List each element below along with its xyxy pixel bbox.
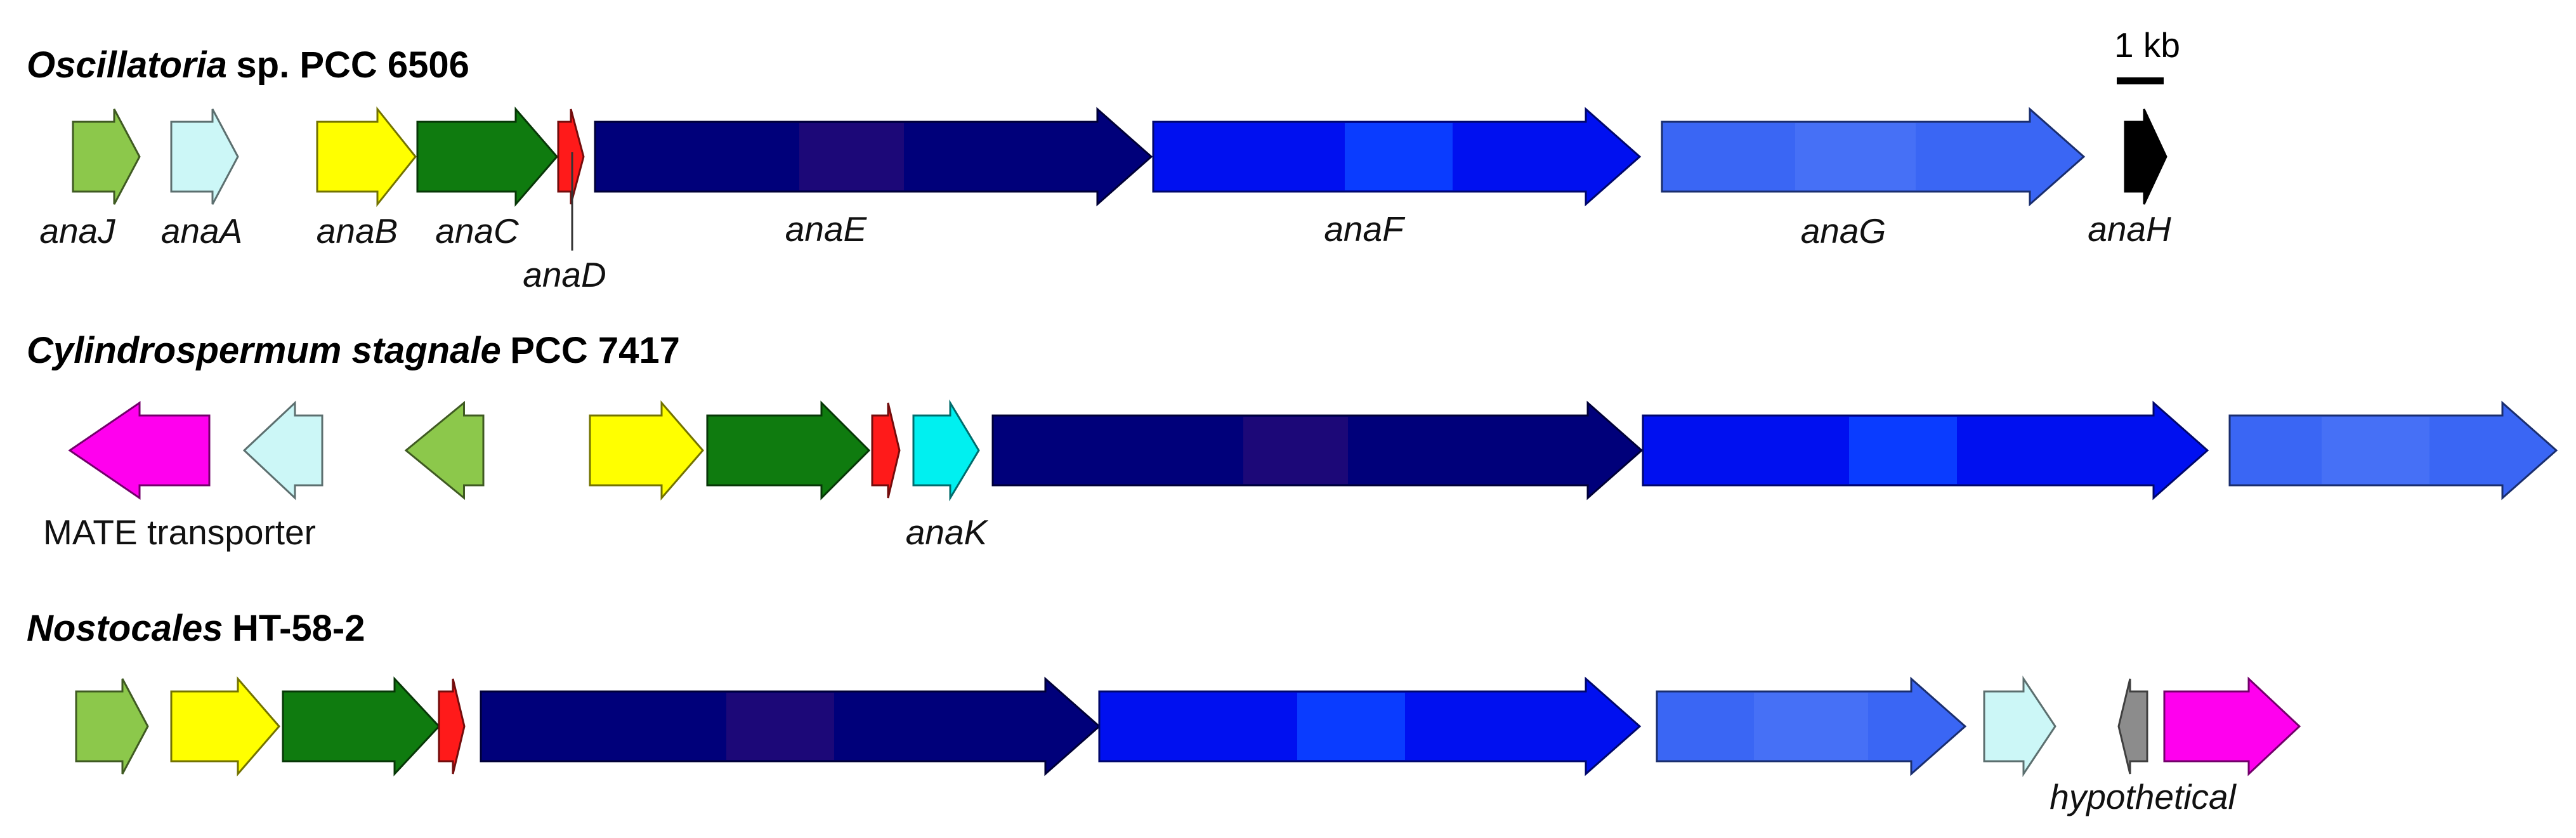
- gene-domain-highlight: [726, 693, 834, 760]
- gene-label-anaG: anaG: [1801, 211, 1886, 251]
- strain-name: HT-58-2: [232, 608, 365, 649]
- gene-label-anaF: anaF: [1324, 209, 1406, 249]
- gene-domain-highlight: [1243, 417, 1348, 484]
- nostocales-anaC-arrow: [282, 676, 441, 776]
- strain-name: PCC 7417: [510, 330, 680, 371]
- gene-arrow-body: [75, 678, 149, 775]
- gene-label-anaA: anaA: [161, 211, 242, 251]
- gene-label-anaJ: anaJ: [39, 211, 115, 251]
- gene-arrow-body: [170, 676, 280, 777]
- oscillatoria-anaJ-arrow: [72, 108, 141, 205]
- gene-arrow-body: [242, 400, 324, 501]
- gene-label-anaE: anaE: [785, 209, 868, 249]
- cylindrospermum-anaE-arrow: [991, 400, 1644, 501]
- cylindrospermum-anaG-arrow: [2228, 400, 2558, 501]
- gene-arrow-body: [871, 402, 901, 499]
- gene-arrow-body: [912, 399, 980, 502]
- nostocales-hypothetical-arrow: [2117, 678, 2148, 775]
- gene-domain-highlight: [1849, 417, 1957, 484]
- gene-label-anaC: anaC: [435, 211, 520, 251]
- gene-domain-highlight: [799, 123, 904, 190]
- gene-arrow-body: [438, 678, 466, 775]
- gene-label-anaH: anaH: [2088, 209, 2171, 249]
- gene-arrow-body: [416, 106, 558, 207]
- gene-arrow-body: [170, 108, 239, 205]
- gene-domain-highlight: [1795, 123, 1916, 190]
- cylindrospermum-anaK-arrow: [912, 399, 980, 502]
- gene-arrow-body: [282, 676, 441, 776]
- oscillatoria-anaC-arrow: [416, 106, 558, 207]
- cylindrospermum-anaB-arrow: [589, 400, 704, 501]
- gene-label-anaB: anaB: [317, 211, 398, 251]
- nostocales-anaE-arrow: [480, 676, 1101, 776]
- scale-bar: [2117, 77, 2164, 84]
- nostocales-anaG-arrow: [1656, 676, 1967, 776]
- nostocales-anaD-arrow: [438, 678, 466, 775]
- nostocales-magenta-arrow: [2163, 676, 2301, 776]
- cluster-title-oscillatoria: Oscillatoria sp. PCC 6506: [27, 44, 469, 86]
- scale-bar-label: 1 kb: [2114, 25, 2180, 65]
- cylindrospermum-anaA-arrow: [242, 400, 324, 501]
- cluster-title-cylindrospermum: Cylindrospermum stagnale PCC 7417: [27, 330, 680, 371]
- gene-label-mate-transporter: MATE transporter: [43, 513, 316, 552]
- organism-name: Oscillatoria: [27, 44, 227, 86]
- oscillatoria-anaD-arrow: [557, 108, 585, 205]
- gene-arrow-body: [72, 108, 141, 205]
- cylindrospermum-anaD-arrow: [871, 402, 901, 499]
- cylindrospermum-anaJ-arrow: [404, 400, 485, 501]
- oscillatoria-anaE-arrow: [594, 107, 1153, 207]
- gene-arrow-body: [404, 400, 485, 501]
- gene-domain-highlight: [1345, 123, 1453, 190]
- gene-arrow-body: [557, 108, 585, 205]
- oscillatoria-anaF-arrow: [1152, 107, 1642, 207]
- strain-name: sp. PCC 6506: [236, 44, 469, 86]
- organism-name: Cylindrospermum stagnale: [27, 330, 501, 371]
- nostocales-anaB-arrow: [170, 676, 280, 777]
- gene-arrows: [68, 106, 2558, 777]
- cylindrospermum-mate-transporter-arrow: [68, 401, 211, 500]
- gene-label-anaD: anaD: [523, 255, 606, 294]
- gene-domain-highlight: [2322, 417, 2429, 484]
- gene-arrow-body: [706, 400, 871, 501]
- cylindrospermum-anaF-arrow: [1642, 400, 2209, 501]
- nostocales-anaF-arrow: [1098, 676, 1642, 776]
- gene-arrow-body: [2124, 108, 2167, 205]
- oscillatoria-anaB-arrow: [316, 106, 417, 207]
- nostocales-anaA-arrow: [1983, 676, 2056, 777]
- gene-domain-highlight: [1754, 693, 1868, 760]
- cylindrospermum-anaC-arrow: [706, 400, 871, 501]
- gene-label-anaK: anaK: [906, 513, 989, 552]
- gene-arrow-body: [316, 106, 417, 207]
- gene-label-hypothetical: hypothetical: [2050, 777, 2237, 816]
- oscillatoria-anaA-arrow: [170, 108, 239, 205]
- oscillatoria-anaG-arrow: [1661, 107, 2086, 207]
- organism-name: Nostocales: [27, 608, 223, 649]
- gene-arrow-body: [68, 401, 211, 500]
- gene-arrow-body: [589, 400, 704, 501]
- cluster-title-nostocales: Nostocales HT-58-2: [27, 608, 365, 649]
- gene-arrow-body: [2117, 678, 2148, 775]
- gene-domain-highlight: [1297, 693, 1405, 760]
- gene-arrow-body: [1983, 676, 2056, 777]
- nostocales-anaJ-arrow: [75, 678, 149, 775]
- gene-arrow-body: [2163, 676, 2301, 776]
- oscillatoria-anaH-arrow: [2124, 108, 2167, 205]
